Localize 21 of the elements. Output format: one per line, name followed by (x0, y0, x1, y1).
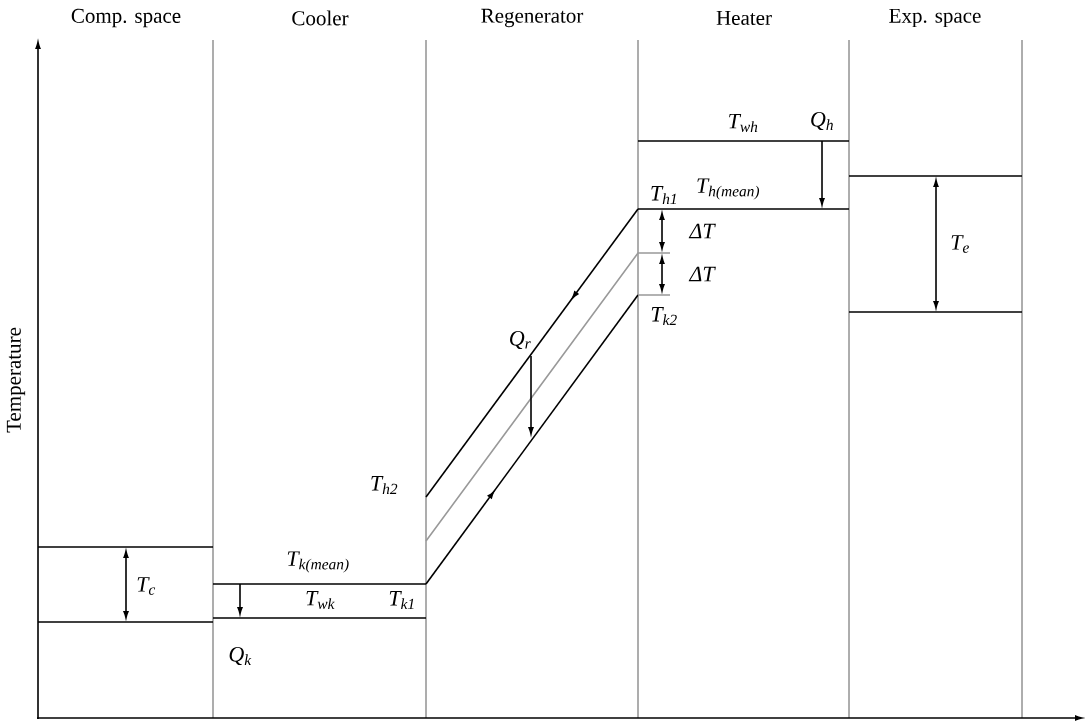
column-header: Regenerator (481, 8, 584, 28)
symbol-label: T$_{h2}$ (371, 476, 398, 494)
column-header: Exp. space (889, 8, 981, 28)
symbol-label: Q$_{h}$ (811, 111, 833, 131)
symbol-label: T$_{wh}$ (729, 113, 758, 133)
symbol-label: T$_{wk}$ (306, 590, 335, 610)
symbol-label: T$_{k1}$ (389, 591, 414, 609)
symbol-label: T$_{c}$ (137, 577, 156, 595)
axis-label: Temperature (6, 327, 26, 433)
symbol-label: T$_{k2}$ (651, 307, 677, 325)
column-header: Cooler (292, 10, 349, 26)
symbol-label: T$_{h1}$ (651, 186, 676, 204)
symbol-label: Q$_{k}$ (229, 646, 252, 666)
symbol-label: T$_{k(mean)}$ (287, 551, 349, 573)
column-header: Heater (716, 11, 772, 25)
symbol-label: T$_{e}$ (951, 235, 969, 253)
symbol-label: ΔT (688, 223, 716, 239)
column-header: Comp. space (71, 8, 181, 28)
symbol-label: ΔT (688, 266, 716, 282)
symbol-label: T$_{h(mean)}$ (697, 178, 760, 200)
symbol-label: Q$_{r}$ (510, 330, 531, 350)
